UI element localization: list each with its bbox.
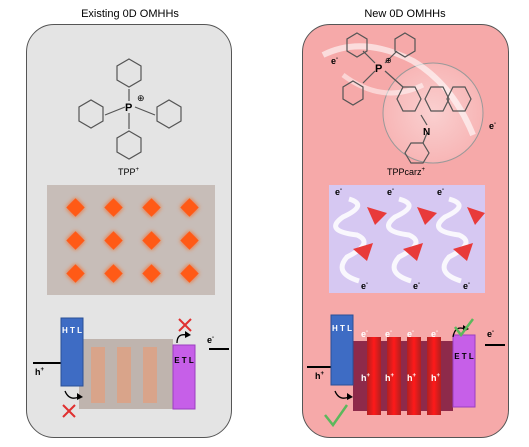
hole-label: h+ (407, 373, 417, 383)
tppcarz-label: TPPcarz+ (387, 167, 426, 177)
right-band-diagram (307, 314, 505, 428)
octahedron-pair (353, 243, 373, 261)
octahedron (66, 264, 85, 283)
electron-label: e- (437, 187, 445, 197)
octahedron (142, 264, 161, 283)
electron-wave-crystal (333, 196, 485, 284)
electron-label: e- (331, 56, 339, 66)
htl-block (330, 314, 354, 386)
left-band-diagram (33, 317, 229, 418)
electron-label: e- (413, 281, 421, 291)
tppcarz-molecule: P ⊕ N (321, 32, 484, 164)
right-panel-title: New 0D OMHHs (364, 8, 446, 20)
left-hole-label: h+ (35, 367, 45, 377)
left-etl-label: E T L (174, 356, 194, 365)
octahedron (142, 198, 161, 217)
octahedron-pair (417, 207, 437, 225)
cross-mark-top (178, 318, 192, 332)
existing-panel: P ⊕ TPP+ (26, 24, 232, 438)
electron-label: e- (387, 187, 395, 197)
hole-label: h+ (385, 373, 395, 383)
cross-mark-bottom (62, 404, 76, 418)
octahedron (180, 198, 199, 217)
octahedra-stripe (91, 347, 105, 403)
electron-label: e- (463, 281, 471, 291)
left-panel-title: Existing 0D OMHHs (81, 8, 179, 20)
octahedron-pair (453, 243, 473, 261)
octahedron (66, 231, 85, 250)
right-electron-label: e- (487, 329, 495, 339)
check-mark-bottom (324, 404, 349, 428)
octahedra-crystal-box (47, 185, 215, 295)
nitrogen-atom: N (423, 127, 430, 138)
octahedra-stripe (427, 337, 441, 415)
phosphorus-atom: P (375, 63, 382, 75)
electron-label: e- (385, 329, 393, 339)
htl-block (60, 317, 84, 387)
left-electron-label: e- (207, 335, 215, 345)
etl-block (452, 334, 476, 408)
hole-label: h+ (431, 373, 441, 383)
octahedra-stripe (407, 337, 421, 415)
electron-label: e- (361, 329, 369, 339)
new-panel: P ⊕ N TPPcarz+ e- e- e- e- e- e- e- (302, 24, 509, 438)
octahedra-stripe (387, 337, 401, 415)
octahedron-pair (467, 207, 485, 225)
electron-label: e- (489, 121, 497, 131)
electron-label: e- (361, 281, 369, 291)
octahedron-pair (403, 243, 423, 261)
carbazole-halo (382, 62, 484, 164)
octahedra-stripe (117, 347, 131, 403)
tpp-label: TPP+ (118, 167, 140, 177)
octahedron (104, 264, 123, 283)
octahedra-grid (66, 198, 199, 283)
octahedron (180, 231, 199, 250)
octahedra-stripe (143, 347, 157, 403)
octahedron (142, 231, 161, 250)
right-hole-label: h+ (315, 371, 325, 381)
phosphorus-atom: P (125, 102, 132, 114)
charge-symbol: ⊕ (137, 93, 145, 103)
electron-label: e- (431, 329, 439, 339)
electron-label: e- (335, 187, 343, 197)
octahedron-pair (367, 207, 387, 225)
etl-block (172, 344, 196, 410)
octahedra-stripe (367, 337, 381, 415)
tpp-molecule: P ⊕ (78, 58, 182, 160)
left-htl-label: H T L (62, 326, 82, 335)
octahedron (66, 198, 85, 217)
octahedron (104, 231, 123, 250)
octahedron (104, 198, 123, 217)
charge-symbol: ⊕ (385, 56, 392, 65)
electron-label: e- (407, 329, 415, 339)
right-htl-label: H T L (332, 324, 352, 333)
right-etl-label: E T L (454, 352, 474, 361)
crystal-box: e- e- e- e- e- e- (329, 185, 485, 293)
check-mark-top (454, 318, 474, 338)
hole-label: h+ (361, 373, 371, 383)
octahedron (180, 264, 199, 283)
